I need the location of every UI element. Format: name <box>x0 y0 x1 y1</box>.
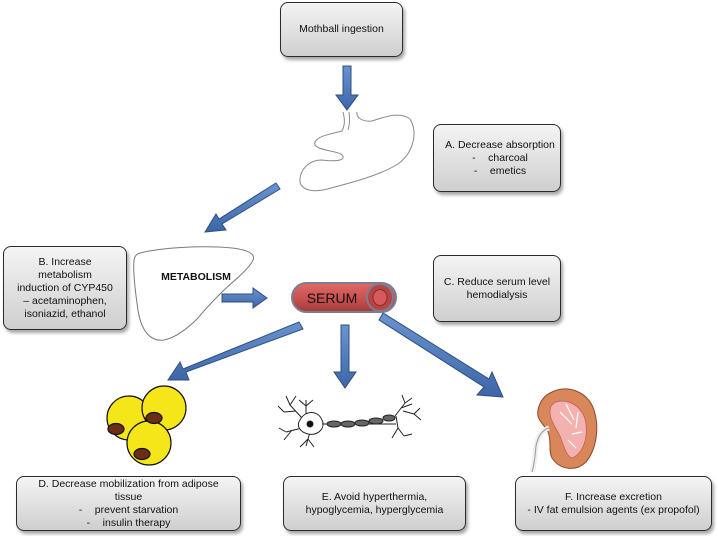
avoid-hyperthermia-line-2: hypoglycemia, hyperglycemia <box>305 503 444 516</box>
decrease-mobilization-item-insulin: -insulin therapy <box>86 516 171 529</box>
avoid-hyperthermia-box: E. Avoid hyperthermia, hypoglycemia, hyp… <box>283 476 466 531</box>
liver-illustration: METABOLISM <box>133 246 255 341</box>
decrease-absorption-box: A. Decrease absorption -charcoal -emetic… <box>433 124 561 192</box>
arrows <box>167 65 504 398</box>
stomach-illustration <box>299 111 415 192</box>
mothball-ingestion-box: Mothball ingestion <box>280 2 403 57</box>
reduce-serum-level-line-1: C. Reduce serum level <box>443 275 551 288</box>
increase-metabolism-line-5: isoniazid, ethanol <box>24 307 106 320</box>
arrow-liver-to-serum <box>221 287 268 309</box>
increase-metabolism-box: B. Increase metabolism induction of CYP4… <box>3 246 127 330</box>
liver-label: METABOLISM <box>161 271 231 283</box>
increase-metabolism-line-3: induction of CYP450 <box>17 281 113 294</box>
decrease-mobilization-box: D. Decrease mobilization from adipose ti… <box>16 476 241 531</box>
decrease-mobilization-line-1: D. Decrease mobilization from adipose <box>38 477 219 490</box>
decrease-absorption-title: A. Decrease absorption <box>445 138 555 151</box>
adipose-cells-illustration <box>106 385 187 466</box>
increase-metabolism-line-2: metabolism <box>38 268 92 281</box>
decrease-absorption-item-charcoal: -charcoal <box>472 151 528 164</box>
mothball-ingestion-label: Mothball ingestion <box>299 23 384 35</box>
neuron-illustration <box>277 394 422 448</box>
increase-metabolism-line-4: – acetaminophen, <box>23 294 107 307</box>
increase-excretion-line-2: - IV fat emulsion agents (ex propofol) <box>527 503 700 516</box>
reduce-serum-level-box: C. Reduce serum level hemodialysis <box>433 255 561 322</box>
increase-excretion-line-1: F. Increase excretion <box>565 490 662 503</box>
decrease-mobilization-line-2: tissue <box>114 490 143 503</box>
arrow-ingestion-to-stomach <box>335 65 359 111</box>
serum-vessel: SERUM <box>291 282 397 313</box>
arrow-stomach-to-liver <box>204 182 281 233</box>
kidney-illustration <box>529 388 598 473</box>
serum-label: SERUM <box>307 290 358 306</box>
arrow-serum-to-neuron <box>333 324 357 389</box>
increase-excretion-box: F. Increase excretion - IV fat emulsion … <box>515 476 712 531</box>
arrow-serum-to-kidney <box>378 312 504 398</box>
avoid-hyperthermia-line-1: E. Avoid hyperthermia, <box>321 490 428 503</box>
increase-metabolism-line-1: B. Increase <box>38 255 92 268</box>
reduce-serum-level-line-2: hemodialysis <box>466 288 528 301</box>
decrease-absorption-item-emetics: -emetics <box>473 164 527 177</box>
decrease-mobilization-item-starvation: -prevent starvation <box>78 503 179 516</box>
arrow-serum-to-adipose <box>167 321 304 381</box>
